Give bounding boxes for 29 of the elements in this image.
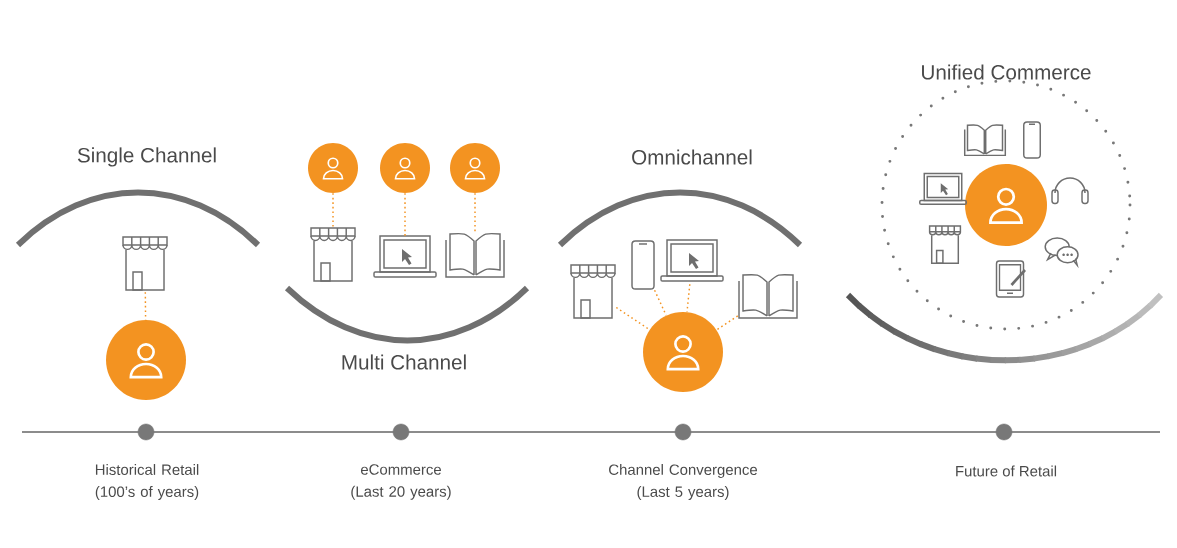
stage-title: Single Channel xyxy=(77,147,216,167)
dotted-connector xyxy=(474,192,476,233)
timeline-label: Future of Retail xyxy=(956,465,1057,477)
store-icon xyxy=(570,264,616,319)
person-icon xyxy=(308,143,358,193)
book-icon xyxy=(738,273,798,319)
person-icon xyxy=(643,312,723,392)
store-icon xyxy=(122,236,168,291)
stage-title: Omnichannel xyxy=(632,149,752,165)
dotted-connector xyxy=(715,315,739,331)
book-icon xyxy=(445,232,505,278)
dotted-connector xyxy=(144,291,147,321)
dotted-connector xyxy=(686,283,691,313)
dotted-connector xyxy=(404,192,406,237)
timeline-label: Channel Convergence (Last 5 years) xyxy=(609,464,757,500)
phone-icon xyxy=(631,240,655,290)
laptop-icon xyxy=(373,235,437,278)
dotted-connector xyxy=(653,289,667,317)
stage-title: Unified Commerce xyxy=(922,64,1091,80)
person-icon xyxy=(106,320,186,400)
timeline-label: Historical Retail (100’s of years) xyxy=(95,464,199,500)
timeline-label: eCommerce (Last 20 years) xyxy=(351,464,451,500)
person-icon xyxy=(450,143,500,193)
store-icon xyxy=(310,227,356,282)
person-icon xyxy=(380,143,430,193)
laptop-icon xyxy=(660,239,724,282)
dotted-connector xyxy=(615,306,651,331)
stage-title: Multi Channel xyxy=(342,354,466,370)
dotted-connector xyxy=(332,192,334,228)
